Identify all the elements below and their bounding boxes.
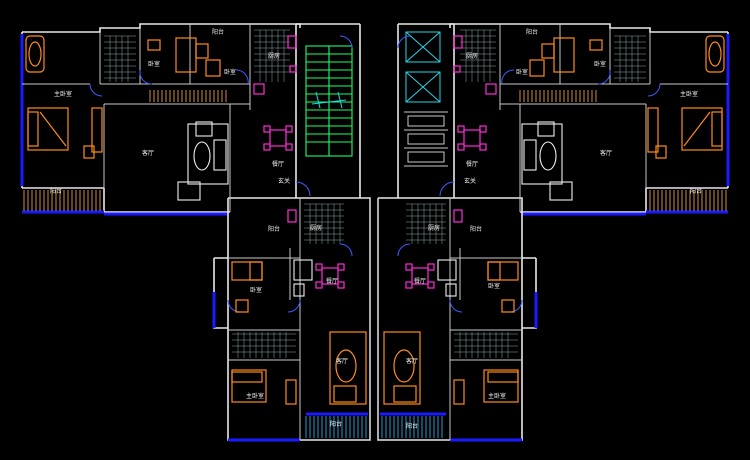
label-bedroom-br: 卧室	[488, 282, 500, 290]
label-master-bl: 主卧室	[246, 392, 264, 400]
outer-walls	[20, 23, 730, 442]
furniture-top-right	[521, 35, 725, 201]
label-master-tr: 主卧室	[680, 90, 698, 98]
label-balcony-tr-1: 阳台	[526, 28, 538, 36]
label-master-br: 主卧室	[488, 392, 506, 400]
label-dining-tr: 餐厅	[466, 160, 478, 168]
staircase	[305, 45, 353, 157]
doors	[89, 35, 661, 313]
label-kitchen-tl: 厨房	[268, 52, 280, 60]
label-bedroom-tr-1: 卧室	[594, 60, 606, 68]
label-balcony-tl-2: 阳台	[50, 187, 62, 195]
balcony-hatching	[23, 90, 727, 438]
room-labels: 阳台 卧室 卧室 厨房 主卧室 客厅 餐厅 玄关 阳台 阳台 卧室 卧室 厨房 …	[50, 28, 702, 430]
label-balcony-tr-2: 阳台	[690, 187, 702, 195]
label-balcony-br-2: 阳台	[406, 422, 418, 430]
label-bedroom-bl: 卧室	[250, 286, 262, 294]
label-balcony-br-1: 阳台	[470, 225, 482, 233]
label-balcony-bl-1: 阳台	[268, 225, 280, 233]
label-master-tl: 主卧室	[54, 90, 72, 98]
label-bedroom-tl-2: 卧室	[224, 68, 236, 76]
label-living-br: 客厅	[406, 357, 418, 365]
elevators	[404, 31, 448, 167]
label-kitchen-bl: 厨房	[310, 224, 322, 232]
label-living-bl: 客厅	[336, 357, 348, 365]
label-bedroom-tl-1: 卧室	[148, 60, 160, 68]
furniture-bottom	[231, 259, 519, 405]
label-bedroom-tr-2: 卧室	[516, 68, 528, 76]
label-dining-bl: 餐厅	[326, 277, 338, 285]
plumbing-fixtures	[253, 35, 497, 223]
label-living-tr: 客厅	[600, 149, 612, 157]
label-dining-br: 餐厅	[414, 277, 426, 285]
label-balcony-tl-1: 阳台	[212, 28, 224, 36]
label-living-tl: 客厅	[142, 149, 154, 157]
interior-walls	[22, 24, 728, 440]
tiled-floors	[104, 29, 646, 358]
furniture-top-left	[25, 35, 229, 201]
label-balcony-bl-2: 阳台	[330, 420, 342, 428]
label-entrance-tl: 玄关	[278, 177, 290, 185]
label-dining-tl: 餐厅	[272, 160, 284, 168]
label-entrance-tr: 玄关	[464, 177, 476, 185]
label-kitchen-br: 厨房	[428, 224, 440, 232]
dining-tables	[263, 125, 487, 289]
label-kitchen-tr: 厨房	[466, 52, 478, 60]
